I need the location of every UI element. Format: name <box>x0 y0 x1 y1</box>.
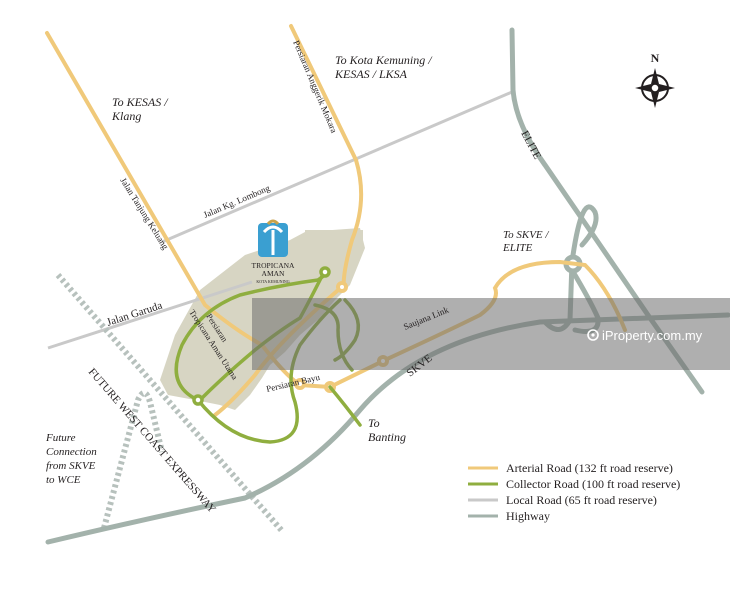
label-future-conn-3: from SKVE <box>46 460 96 472</box>
label-kg-lombong: Jalan Kg. Lombong <box>202 183 272 220</box>
label-future-conn-4: to WCE <box>46 474 81 486</box>
local-roads <box>47 90 513 350</box>
tropicana-aman-logo: TROPICANA AMAN KOTA KEMUNING <box>252 219 296 284</box>
legend-item-local: Local Road (65 ft road reserve) <box>468 493 657 507</box>
compass-north-label: N <box>651 51 660 65</box>
elite-highway <box>509 27 705 395</box>
label-tanjung: Jalan Tanjung Keluang <box>118 176 171 252</box>
watermark-text: iProperty.com.my <box>602 328 703 343</box>
jalan-garuda-road <box>47 280 253 350</box>
label-to-banting-1: To <box>368 416 380 430</box>
legend-label-highway: Highway <box>506 509 550 523</box>
legend-label-local: Local Road (65 ft road reserve) <box>506 493 657 507</box>
logo-text-line3: KOTA KEMUNING <box>256 279 289 284</box>
logo-text-line1: TROPICANA <box>252 261 296 270</box>
legend-label-collector: Collector Road (100 ft road reserve) <box>506 477 680 491</box>
map-legend: Arterial Road (132 ft road reserve) Coll… <box>468 461 680 523</box>
label-to-skve-1: To SKVE / <box>503 229 549 241</box>
label-to-banting-2: Banting <box>368 430 406 444</box>
legend-item-arterial: Arterial Road (132 ft road reserve) <box>468 461 673 475</box>
future-connection-road <box>101 390 165 529</box>
compass-rose-icon <box>635 68 675 108</box>
location-pin-icon <box>587 329 599 341</box>
junction-node <box>294 378 306 390</box>
junction-node <box>336 281 348 293</box>
collector-to-banting <box>328 385 362 427</box>
label-to-kota-2: KESAS / LKSA <box>334 67 408 81</box>
label-anggerik: Persiaran Anggerik Mokara <box>291 39 339 134</box>
watermark: iProperty.com.my <box>252 298 730 370</box>
label-to-kota-1: To Kota Kemuning / <box>335 53 433 67</box>
legend-item-collector: Collector Road (100 ft road reserve) <box>468 477 680 491</box>
label-future-conn-2: Connection <box>46 446 97 458</box>
label-to-kesas-2: Klang <box>111 109 141 123</box>
label-future-conn-1: Future <box>45 432 76 444</box>
label-to-kesas-1: To KESAS / <box>112 95 169 109</box>
future-expressway <box>55 273 286 534</box>
logo-text-line2: AMAN <box>262 269 286 278</box>
legend-item-highway: Highway <box>468 509 550 523</box>
interchange-ramp-1 <box>569 204 599 265</box>
label-elite: ELITE <box>518 129 543 162</box>
label-to-skve-2: ELITE <box>502 242 533 254</box>
legend-label-arterial: Arterial Road (132 ft road reserve) <box>506 461 673 475</box>
future-wce-road <box>55 273 286 534</box>
jalan-kg-lombong-road <box>161 90 513 244</box>
persiaran-anggerik-mokara-road <box>289 24 364 292</box>
